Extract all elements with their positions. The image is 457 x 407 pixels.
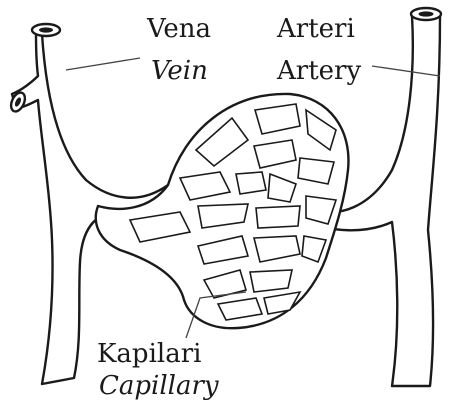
capillary-label-en: Capillary — [99, 373, 219, 399]
vein-pointer — [66, 58, 140, 70]
capillary-label-id: Kapilari — [97, 341, 201, 367]
capillary-network — [96, 94, 349, 328]
artery-label-id: Arteri — [277, 16, 355, 42]
vein-label-en: Vein — [151, 58, 208, 84]
vein-label-id: Vena — [147, 16, 211, 42]
artery-label-en: Artery — [277, 58, 361, 84]
